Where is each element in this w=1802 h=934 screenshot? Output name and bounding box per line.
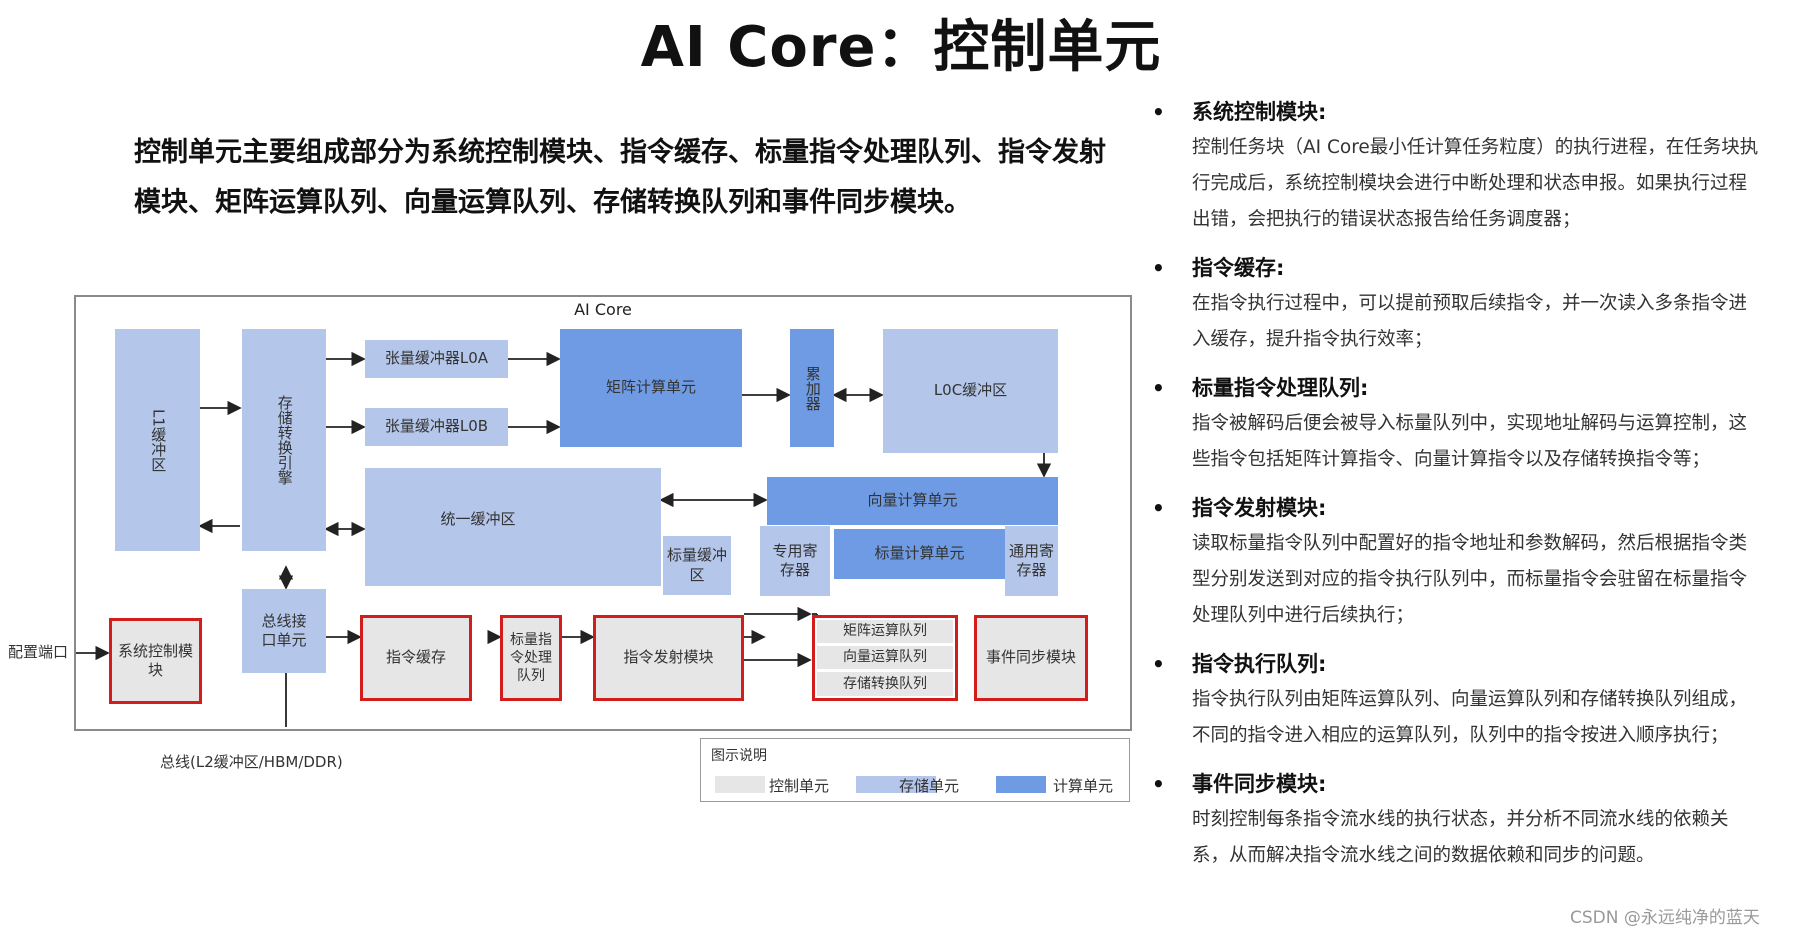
matrix-op-queue: 矩阵运算队列 — [817, 620, 953, 643]
note-body: 在指令执行过程中，可以提前预取后续指令，并一次读入多条指令进入缓存，提升指令执行… — [1192, 293, 1748, 350]
event-sync-module: 事件同步模块 — [974, 615, 1088, 701]
vector-compute-unit: 向量计算单元 — [767, 477, 1058, 525]
diagram-arrows — [76, 351, 1052, 727]
bus-interface-unit: 总线接口单元 — [242, 589, 326, 673]
note-heading: 系统控制模块: — [1192, 94, 1762, 130]
ai-core-diagram: AI Core — [74, 295, 1132, 731]
storage-convert-queue: 存储转换队列 — [817, 672, 953, 696]
legend-label-compute: 计算单元 — [1053, 777, 1114, 795]
note-body: 指令执行队列由矩阵运算队列、向量运算队列和存储转换队列组成，不同的指令进入相应的… — [1192, 689, 1748, 746]
legend-label-control: 控制单元 — [769, 777, 830, 795]
special-register: 专用寄存器 — [760, 526, 830, 596]
general-register: 通用寄存器 — [1005, 526, 1058, 596]
unified-buffer: 统一缓冲区 — [365, 468, 661, 586]
diagram-title: AI Core — [574, 300, 632, 319]
note-body: 指令被解码后便会被导入标量队列中，实现地址解码与运算控制，这些指令包括矩阵计算指… — [1192, 413, 1748, 470]
tensor-buffer-l0b: 张量缓冲器L0B — [365, 408, 508, 446]
note-heading: 指令执行队列: — [1192, 646, 1762, 682]
unified-buffer-label: 统一缓冲区 — [440, 510, 516, 529]
l0c-buffer: L0C缓冲区 — [883, 329, 1058, 453]
scalar-compute-unit: 标量计算单元 — [834, 529, 1005, 579]
note-heading: 指令发射模块: — [1192, 490, 1762, 526]
note-body: 时刻控制每条指令流水线的执行状态，并分析不同流水线的依赖关系，从而解决指令流水线… — [1192, 809, 1729, 866]
legend-label-storage: 存储单元 — [899, 777, 960, 795]
tensor-buffer-l0a: 张量缓冲器L0A — [365, 340, 508, 378]
system-control-module: 系统控制模块 — [109, 618, 202, 704]
instruction-dispatch-module: 指令发射模块 — [593, 615, 744, 701]
note-item: 标量指令处理队列: 指令被解码后便会被导入标量队列中，实现地址解码与运算控制，这… — [1152, 370, 1762, 478]
legend-swatch-storage — [856, 776, 936, 793]
note-item: 指令发射模块: 读取标量指令队列中配置好的指令地址和参数解码，然后根据指令类型分… — [1152, 490, 1762, 634]
page-title: AI Core：控制单元 — [640, 15, 1162, 80]
storage-convert-engine: 存储转换引擎 — [242, 329, 326, 551]
note-heading: 指令缓存: — [1192, 250, 1762, 286]
intro-text: 控制单元主要组成部分为系统控制模块、指令缓存、标量指令处理队列、指令发射模块、矩… — [134, 137, 1106, 218]
note-body: 控制任务块（AI Core最小任计算任务粒度）的执行进程，在任务块执行完成后，系… — [1192, 137, 1759, 230]
legend-swatch-control — [715, 776, 765, 793]
config-port-label: 配置端口 — [8, 643, 69, 661]
instruction-cache: 指令缓存 — [360, 615, 472, 701]
notes-list: 系统控制模块: 控制任务块（AI Core最小任计算任务粒度）的执行进程，在任务… — [1152, 94, 1762, 886]
note-item: 指令执行队列: 指令执行队列由矩阵运算队列、向量运算队列和存储转换队列组成，不同… — [1152, 646, 1762, 754]
note-heading: 事件同步模块: — [1192, 766, 1762, 802]
legend: 图示说明 控制单元 存储单元 计算单元 — [700, 738, 1130, 802]
vector-op-queue: 向量运算队列 — [817, 646, 953, 669]
accumulator-label: 累加器 — [803, 365, 822, 411]
accumulator: 累加器 — [790, 329, 834, 447]
note-item: 系统控制模块: 控制任务块（AI Core最小任计算任务粒度）的执行进程，在任务… — [1152, 94, 1762, 238]
legend-title: 图示说明 — [711, 748, 767, 764]
bus-label: 总线(L2缓冲区/HBM/DDR) — [160, 753, 343, 771]
matrix-compute-unit: 矩阵计算单元 — [560, 329, 742, 447]
legend-swatch-compute — [996, 776, 1046, 793]
scalar-instruction-queue: 标量指令处理队列 — [500, 615, 562, 701]
note-item: 指令缓存: 在指令执行过程中，可以提前预取后续指令，并一次读入多条指令进入缓存，… — [1152, 250, 1762, 358]
scalar-buffer: 标量缓冲区 — [661, 534, 731, 595]
note-heading: 标量指令处理队列: — [1192, 370, 1762, 406]
l1-buffer: L1缓冲区 — [115, 329, 200, 551]
note-body: 读取标量指令队列中配置好的指令地址和参数解码，然后根据指令类型分别发送到对应的指… — [1192, 533, 1748, 626]
note-item: 事件同步模块: 时刻控制每条指令流水线的执行状态，并分析不同流水线的依赖关系，从… — [1152, 766, 1762, 874]
watermark: CSDN @永远纯净的蓝天 — [1570, 908, 1760, 928]
l1-buffer-label: L1缓冲区 — [149, 408, 168, 472]
execution-queues-group: 矩阵运算队列 向量运算队列 存储转换队列 — [812, 615, 958, 701]
storage-convert-engine-label: 存储转换引擎 — [275, 395, 294, 485]
